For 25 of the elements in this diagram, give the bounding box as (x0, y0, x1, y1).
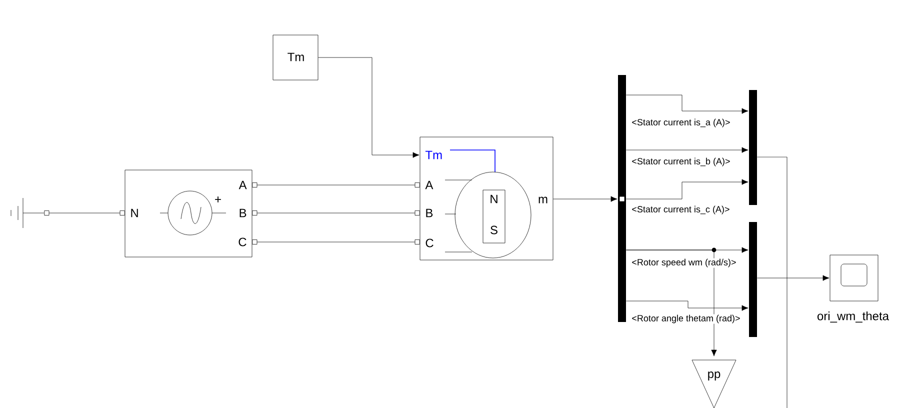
arrow (252, 240, 420, 244)
edge-label: <Stator current is_b (A)> (631, 157, 731, 167)
arrow (757, 275, 830, 281)
arrow (626, 94, 748, 114)
edge-label: <Stator current is_c (A)> (631, 205, 730, 215)
edge-label: <Rotor speed wm (rad/s)> (631, 258, 737, 268)
arrow (626, 248, 717, 356)
ground-symbol (10, 198, 44, 228)
arrow (44, 210, 125, 216)
constant-block: Tm (272, 34, 318, 80)
arrow (252, 182, 420, 188)
arrow (626, 147, 748, 153)
arrow (626, 179, 748, 200)
arrow (553, 196, 625, 202)
gain-triangle: pp (692, 360, 736, 408)
machine-block: Tm A N m B S C (420, 136, 554, 260)
arrow (626, 300, 748, 311)
edge-label: <Stator current is_a (A)> (631, 118, 731, 128)
voltage-source-block: A + N B C (124, 170, 252, 258)
arrow (252, 210, 420, 216)
connector-line (757, 156, 788, 408)
scope-block: ori_wm_theta (818, 254, 889, 323)
node-label: ori_wm_theta (817, 311, 890, 323)
edge-label: <Rotor angle thetam (rad)> (631, 314, 741, 324)
arrow (318, 57, 420, 158)
